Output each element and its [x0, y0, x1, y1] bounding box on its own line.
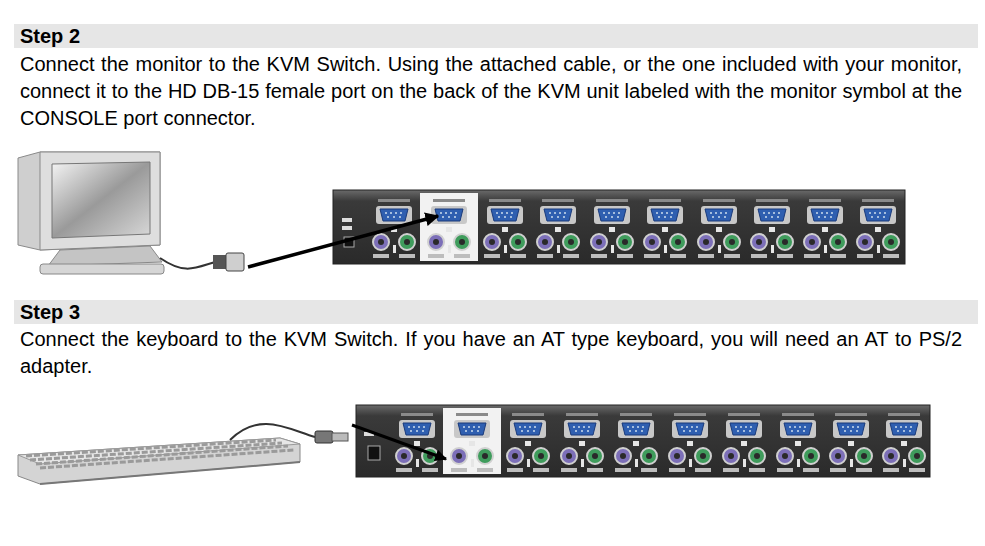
step-heading: Step 3 — [14, 300, 80, 324]
instruction-text: Connect the keyboard to the KVM Switch. … — [20, 326, 962, 380]
kvm-switch-rear — [356, 405, 930, 477]
instruction-text: Connect the monitor to the KVM Switch. U… — [20, 51, 962, 132]
step-heading: Step 2 — [14, 24, 80, 48]
keyboard-illustration — [18, 438, 300, 484]
kvm-switch-rear — [333, 190, 905, 264]
pointer-arrow — [248, 216, 438, 267]
monitor-illustration — [18, 152, 164, 274]
keyboard-cable — [230, 424, 348, 443]
step-heading-band: Step 3 — [14, 300, 978, 324]
pointer-arrow — [352, 425, 446, 459]
step-heading-band: Step 2 — [14, 24, 978, 48]
vga-cable — [160, 253, 244, 271]
